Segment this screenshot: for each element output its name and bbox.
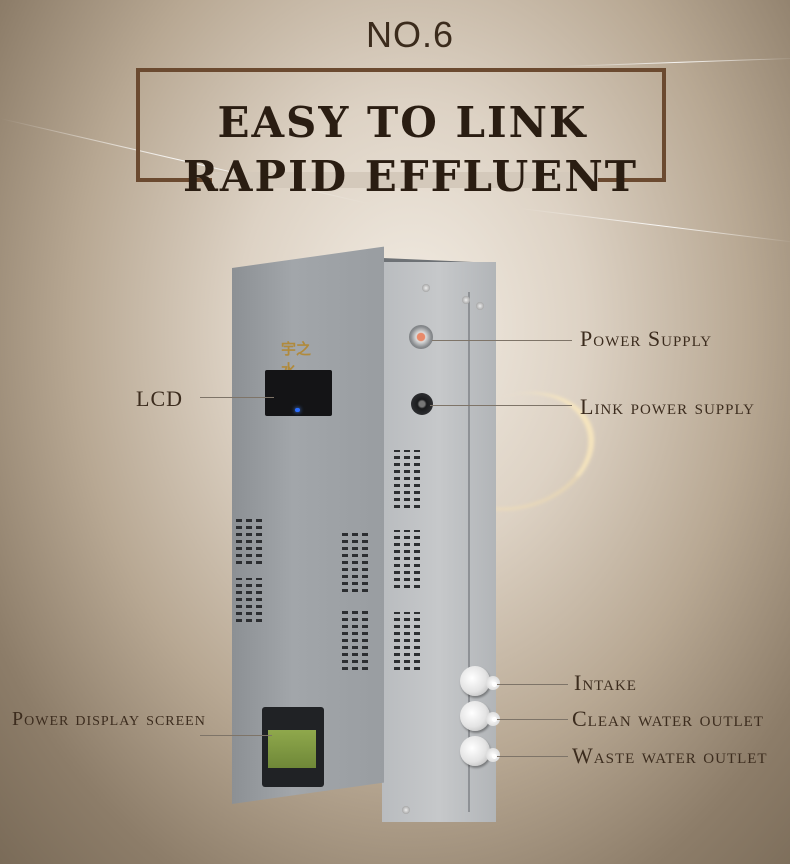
leader-dot: [492, 754, 497, 759]
lcd-indicator-light: [295, 408, 300, 412]
vent-grille: [342, 610, 372, 670]
power-supply-leader: [432, 340, 572, 341]
light-ray: [519, 208, 790, 244]
headline-line-1: EASY TO LINK: [217, 98, 588, 147]
callout-waste-water-outlet: Waste water outlet: [572, 743, 768, 768]
vent-grille: [394, 450, 424, 508]
callout-intake: Intake: [574, 670, 637, 695]
light-ray: [559, 57, 790, 67]
clean-water-outlet-fitting: [460, 701, 490, 731]
vent-grille: [236, 578, 266, 622]
lcd-leader: [200, 397, 274, 398]
callout-lcd: LCD: [136, 386, 183, 411]
power-display-screen: [268, 730, 316, 768]
leader-dot: [492, 682, 497, 687]
headline-line-2: RAPID EFFLUENT: [183, 152, 638, 201]
brand-logo: 宇之水: [281, 340, 312, 379]
callout-link-power-supply: Link power supply: [580, 394, 755, 419]
vent-grille: [236, 516, 266, 564]
waste-water-outlet-fitting: [460, 736, 490, 766]
link-power-supply-leader: [430, 405, 572, 406]
power-switch[interactable]: [409, 325, 433, 349]
panel-seam: [468, 292, 470, 812]
clean-water-leader: [496, 719, 568, 720]
screw-icon: [422, 284, 430, 292]
link-power-socket[interactable]: [411, 393, 433, 415]
callout-power-supply: Power Supply: [580, 326, 713, 351]
callout-clean-water-outlet: Clean water outlet: [572, 706, 764, 731]
title-frame-gap: [212, 172, 598, 188]
vent-grille: [394, 612, 424, 670]
power-display-leader: [200, 735, 272, 736]
waste-water-leader: [496, 756, 568, 757]
intake-leader: [496, 684, 568, 685]
screw-icon: [402, 806, 410, 814]
vent-grille: [342, 530, 372, 592]
callout-power-display-screen: Power display screen: [12, 708, 206, 730]
screw-icon: [462, 296, 470, 304]
section-number: NO.6: [365, 14, 455, 55]
intake-fitting: [460, 666, 490, 696]
leader-dot: [492, 717, 497, 722]
screw-icon: [476, 302, 484, 310]
vent-grille: [394, 530, 424, 588]
